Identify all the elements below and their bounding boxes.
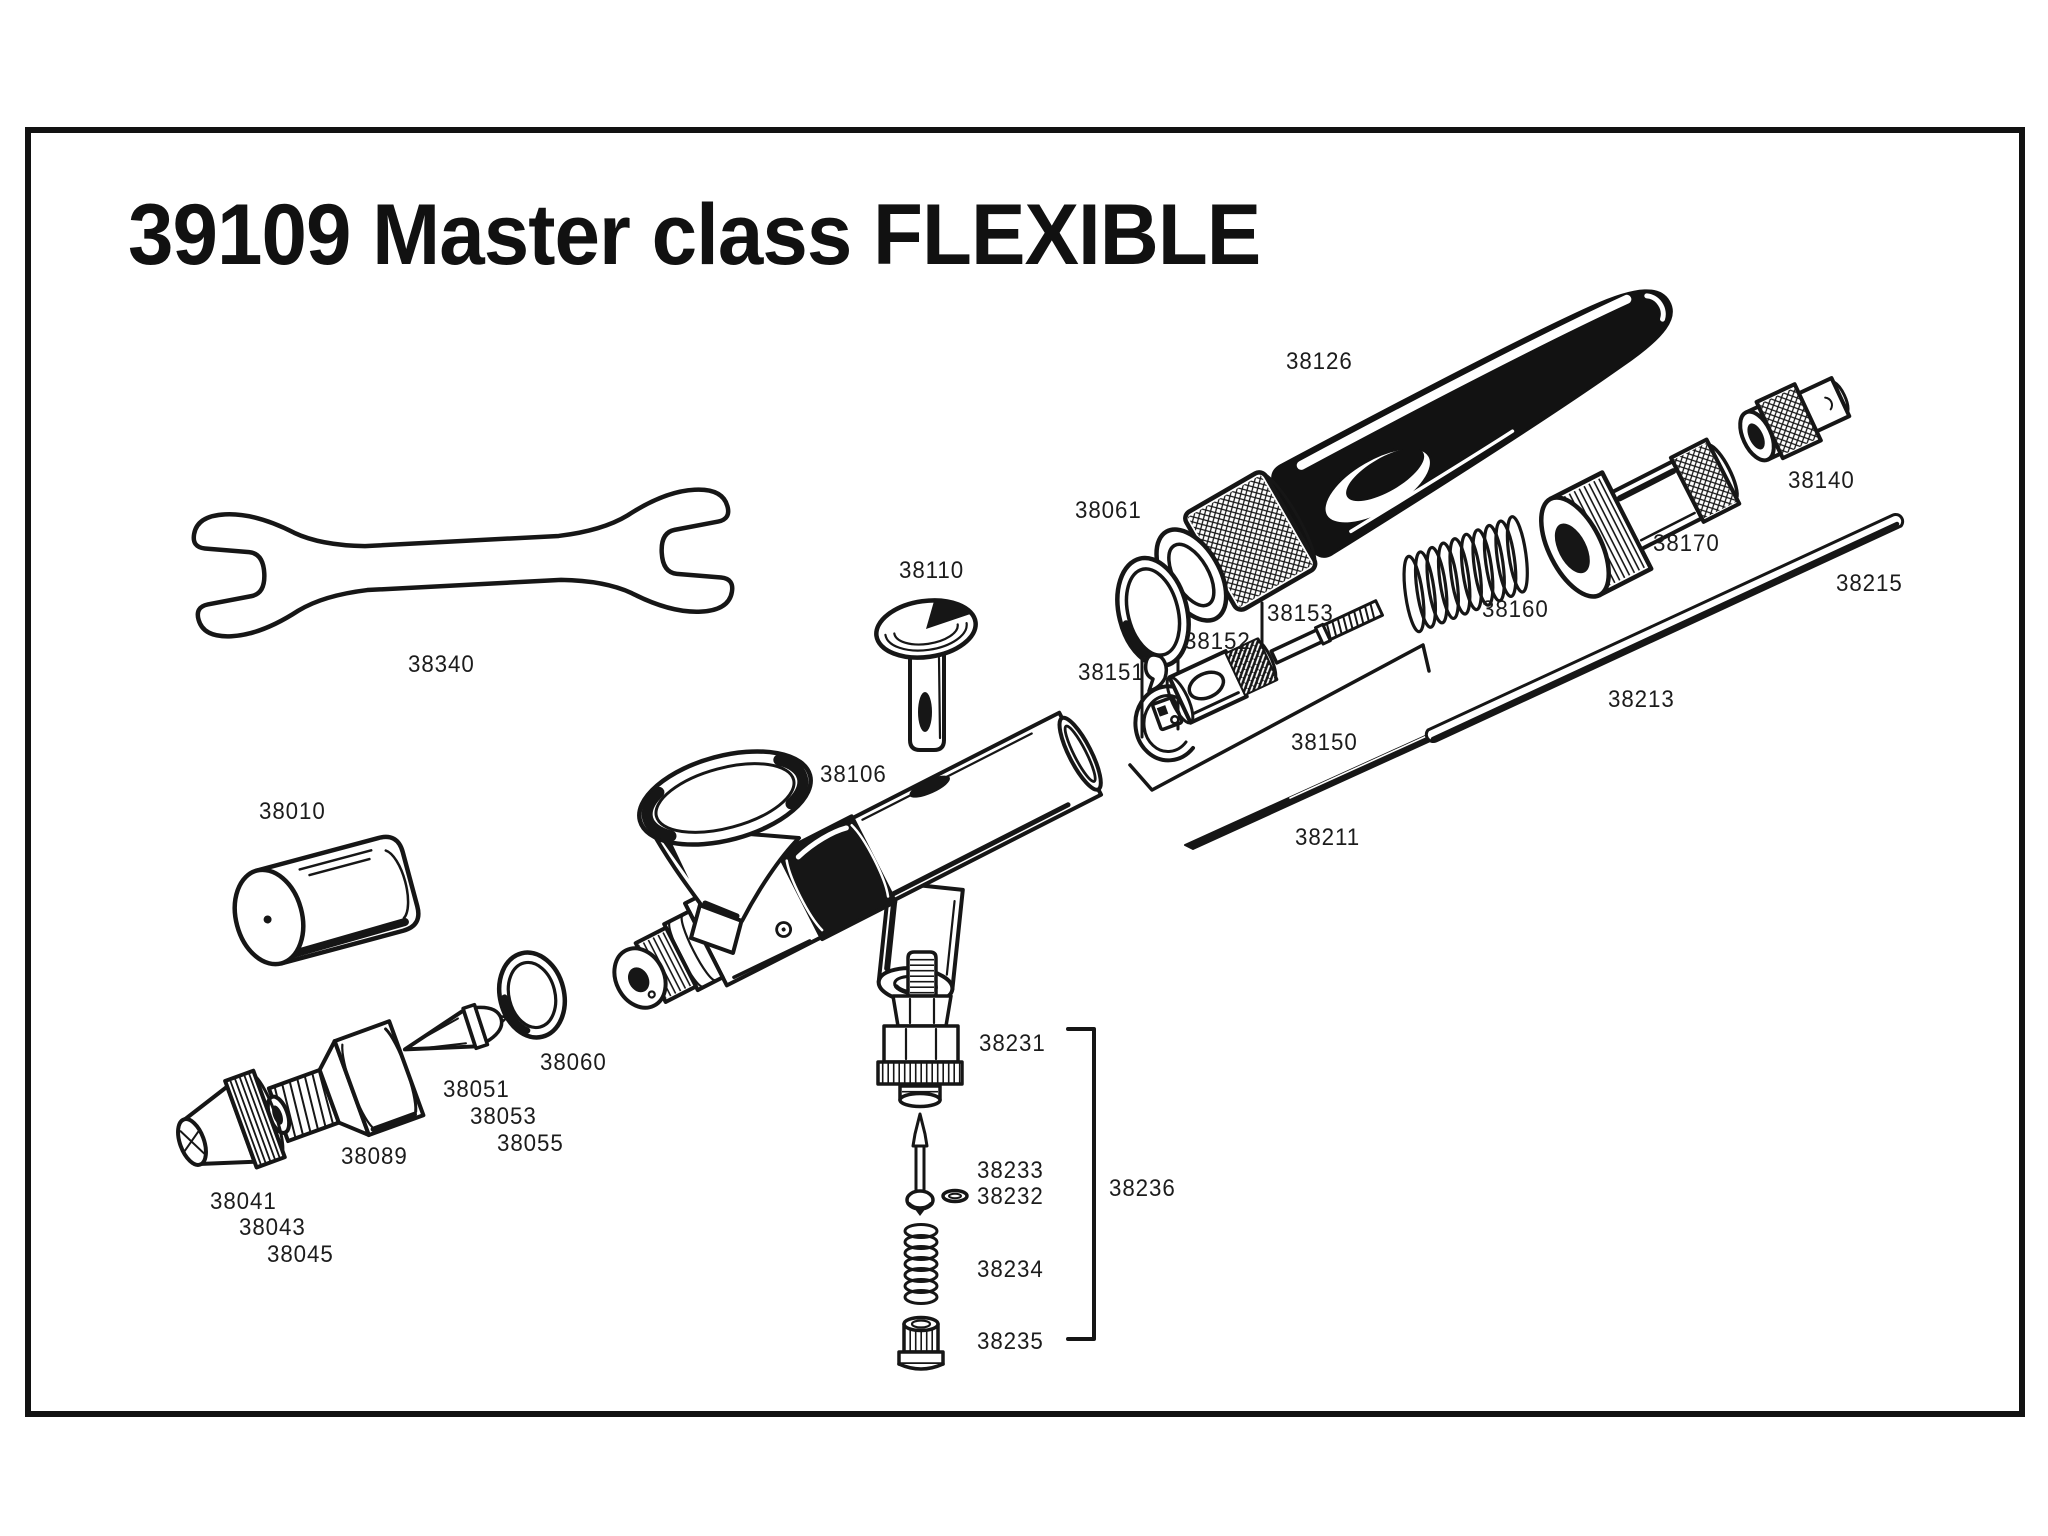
part-label-38160: 38160 [1482, 596, 1549, 623]
connector-38140-drawing [1738, 376, 1852, 463]
part-label-38150: 38150 [1291, 729, 1358, 756]
part-label-38215: 38215 [1836, 570, 1903, 597]
part-label-38061: 38061 [1075, 497, 1142, 524]
ring-38060-drawing [497, 950, 567, 1040]
rod-38153-drawing [1269, 599, 1385, 665]
diagram-border-frame [25, 127, 2025, 1417]
body-38106-drawing [612, 710, 1104, 1010]
part-label-38170: 38170 [1653, 530, 1720, 557]
part-label-38089: 38089 [341, 1143, 408, 1170]
part-label-38010: 38010 [259, 798, 326, 825]
part-label-38235: 38235 [977, 1328, 1044, 1355]
part-label-38126: 38126 [1286, 348, 1353, 375]
handle-38126-drawing [1154, 289, 1673, 623]
part-label-38140: 38140 [1788, 467, 1855, 494]
part-label-38234: 38234 [977, 1256, 1044, 1283]
part-label-38340: 38340 [408, 651, 475, 678]
part-label-38151: 38151 [1078, 659, 1145, 686]
part-label-38211: 38211 [1295, 824, 1361, 851]
part-label-38045: 38045 [267, 1241, 334, 1268]
page-title: 39109 Master class FLEXIBLE [128, 187, 1261, 283]
part-label-38041: 38041 [210, 1188, 277, 1215]
valve-38231-drawing [876, 950, 964, 1109]
handle-cap-38010-drawing [232, 834, 421, 967]
bracket-38150 [1128, 643, 1431, 792]
part-label-38106: 38106 [820, 761, 887, 788]
part-label-38213: 38213 [1608, 686, 1675, 713]
part-label-38051: 38051 [443, 1076, 510, 1103]
valve-spring-38234-drawing [903, 1223, 939, 1305]
valve-screw-38235-drawing [897, 1315, 945, 1371]
part-label-38233: 38233 [977, 1157, 1044, 1184]
rocker-38151-drawing [1133, 653, 1195, 763]
part-label-38055: 38055 [497, 1130, 564, 1157]
spring-38160-drawing [1402, 515, 1529, 634]
oring-38232-drawing [941, 1188, 969, 1204]
part-label-38232: 38232 [977, 1183, 1044, 1210]
nut-38170-drawing [1539, 437, 1742, 599]
sleeve-38152-drawing [1165, 637, 1279, 725]
part-label-38060: 38060 [540, 1049, 607, 1076]
part-label-38110: 38110 [899, 557, 965, 584]
part-label-38153: 38153 [1267, 600, 1334, 627]
nozzle-body-38089-drawing [265, 1019, 426, 1144]
oring-38061-drawing [1115, 555, 1191, 669]
nozzle-38051-drawing [402, 1002, 509, 1052]
part-label-38043: 38043 [239, 1214, 306, 1241]
bracket-38236 [1066, 1027, 1096, 1341]
part-label-38231: 38231 [979, 1030, 1046, 1057]
wrench-38340-drawing [191, 487, 735, 639]
rod-38215-drawing [1424, 513, 1905, 743]
button-38110-drawing [874, 598, 978, 752]
body-funnel-cup-drawing [637, 749, 813, 955]
valve-stem-38233-drawing [905, 1112, 935, 1216]
aircap-38041-drawing [176, 1068, 287, 1170]
part-label-38053: 38053 [470, 1103, 537, 1130]
part-label-38152: 38152 [1184, 628, 1251, 655]
part-label-38236: 38236 [1109, 1175, 1176, 1202]
